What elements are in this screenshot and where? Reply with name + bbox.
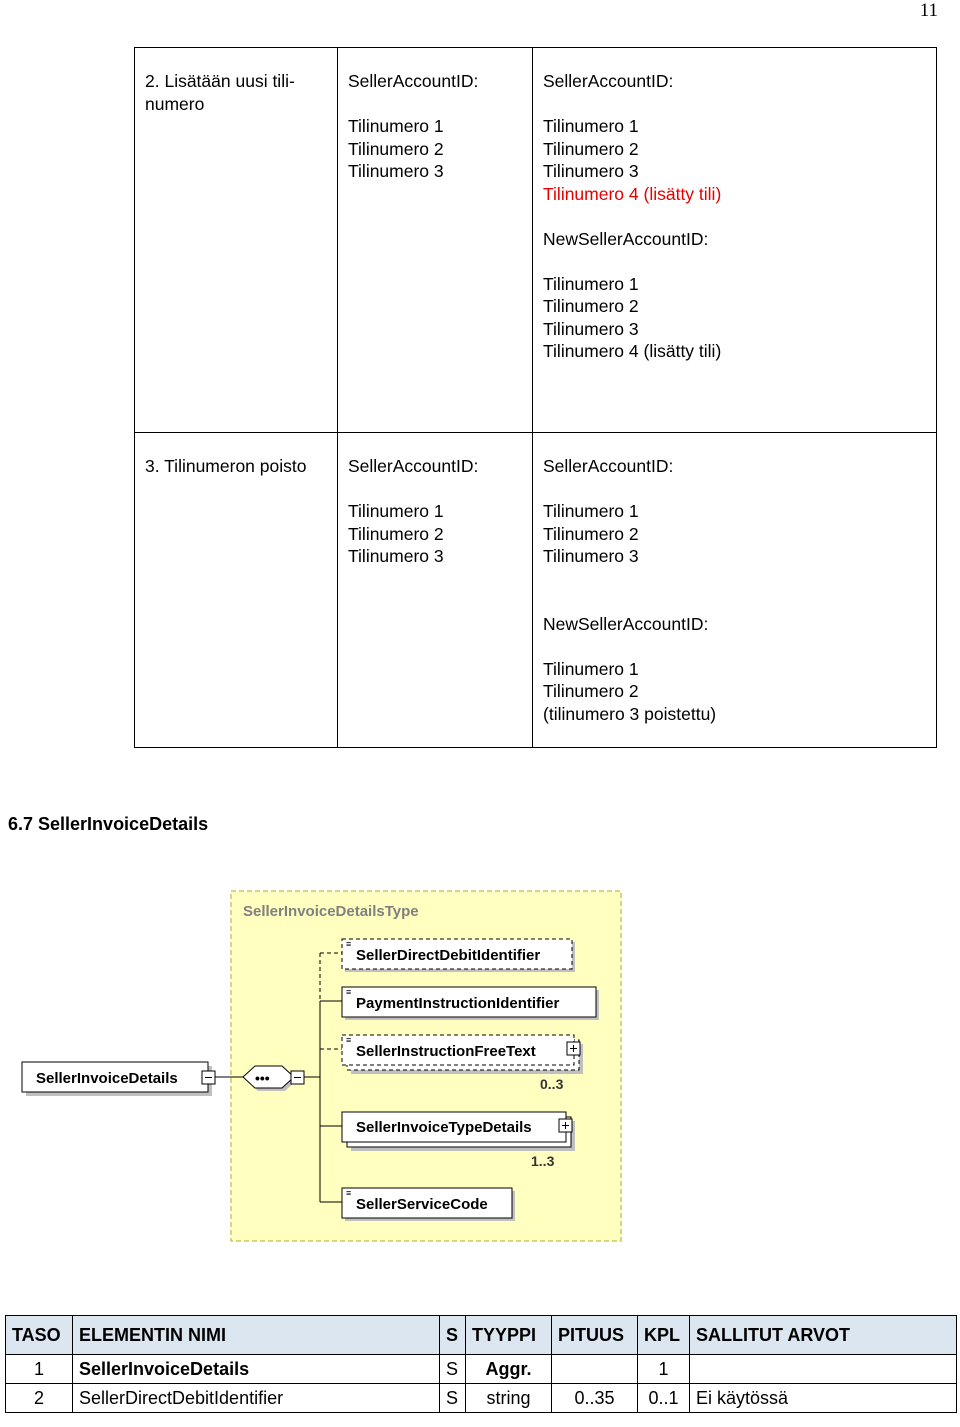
schema-diagram: SellerInvoiceDetailsType SellerInvoiceDe… [0,880,960,1250]
before-cell: SellerAccountID: Tilinumero 1 Tilinumero… [337,432,533,748]
new-line: Tilinumero 4 (lisätty tili) [543,341,722,361]
after-title: SellerAccountID: [543,71,674,91]
before-title: SellerAccountID: [348,71,479,91]
after-title: SellerAccountID: [543,456,674,476]
before-title: SellerAccountID: [348,456,479,476]
new-line: (tilinumero 3 poistettu) [543,703,717,724]
cell-s: S [439,1383,466,1413]
before-line: Tilinumero 2 [348,138,444,159]
element-marker-icon: ≡ [346,1188,351,1198]
before-cell: SellerAccountID: Tilinumero 1 Tilinumero… [337,47,533,433]
root-element-node[interactable]: SellerInvoiceDetails [21,1061,216,1096]
before-line: Tilinumero 1 [348,501,444,521]
account-change-cases-table: 2. Lisätään uusi tili-numero SellerAccou… [134,47,937,748]
element-marker-icon: ≡ [346,987,351,997]
column-header: S [439,1315,466,1355]
cell-level: 1 [5,1354,73,1384]
child-element-seller-invoice-type-details[interactable]: SellerInvoiceTypeDetails 1..3 [341,1111,575,1169]
sequence-symbol: ••• [255,1070,270,1086]
element-marker-icon: ≡ [346,1035,351,1045]
cell-level: 2 [5,1383,73,1413]
child-element-label: SellerInstructionFreeText [356,1043,536,1060]
column-header: SALLITUT ARVOT [689,1315,957,1355]
column-header: TYYPPI [465,1315,552,1355]
after-line: Tilinumero 3 [543,546,639,566]
case-label: 3. Tilinumeron poisto [145,456,307,476]
multiplicity-label: 0..3 [540,1076,564,1092]
cell-allowed-values [689,1354,957,1384]
section-heading: 6.7 SellerInvoiceDetails [8,814,209,834]
cell-type: Aggr. [465,1354,552,1384]
cell-allowed-values: Ei käytössä [689,1383,957,1413]
case-label-cell: 2. Lisätään uusi tili-numero [134,47,338,433]
after-line: Tilinumero 2 [543,523,639,544]
sequence-compositor[interactable]: ••• [242,1065,305,1091]
after-cell: SellerAccountID: Tilinumero 1 Tilinumero… [532,432,937,748]
table-header-row: TASO ELEMENTIN NIMI S TYYPPI PITUUS KPL … [5,1315,957,1355]
column-header: ELEMENTIN NIMI [72,1315,440,1355]
before-line: Tilinumero 3 [348,546,444,566]
column-header: TASO [5,1315,73,1355]
new-line: Tilinumero 3 [543,318,639,339]
new-title: NewSellerAccountID: [543,613,709,634]
root-element-label: SellerInvoiceDetails [36,1070,178,1087]
cell-s: S [439,1354,466,1384]
cell-type: string [465,1383,552,1413]
cell-element-name: SellerInvoiceDetails [72,1354,440,1384]
case-label: 2. Lisätään uusi tili-numero [145,71,295,114]
cell-length: 0..35 [551,1383,638,1413]
cell-element-name: SellerDirectDebitIdentifier [72,1383,440,1413]
table-row: 2 SellerDirectDebitIdentifier S string 0… [5,1383,957,1413]
cell-count: 1 [637,1354,690,1384]
cell-count: 0..1 [637,1383,690,1413]
after-line: Tilinumero 3 [543,161,639,181]
new-title: NewSellerAccountID: [543,228,709,249]
child-element-seller-instruction-free-text[interactable]: ≡ SellerInstructionFreeText 0..3 [341,1034,583,1092]
table-row: 1 SellerInvoiceDetails S Aggr. 1 [5,1354,957,1384]
page-number: 11 [919,0,938,21]
case-row-add-account: 2. Lisätään uusi tili-numero SellerAccou… [134,47,937,433]
child-element-seller-direct-debit-identifier[interactable]: ≡ SellerDirectDebitIdentifier [341,938,575,972]
new-line: Tilinumero 2 [543,681,639,701]
before-line: Tilinumero 3 [348,161,444,181]
case-label-cell: 3. Tilinumeron poisto [134,432,338,748]
child-element-label: PaymentInstructionIdentifier [356,995,560,1012]
multiplicity-label: 1..3 [531,1153,555,1169]
element-marker-icon: ≡ [346,939,351,949]
new-line: Tilinumero 1 [543,658,639,679]
after-line: Tilinumero 1 [543,116,639,136]
column-header: KPL [637,1315,690,1355]
type-label: SellerInvoiceDetailsType [243,903,419,920]
element-spec-table: TASO ELEMENTIN NIMI S TYYPPI PITUUS KPL … [5,1315,957,1413]
after-cell: SellerAccountID: Tilinumero 1 Tilinumero… [532,47,937,433]
new-line: Tilinumero 2 [543,296,639,316]
case-row-delete-account: 3. Tilinumeron poisto SellerAccountID: T… [134,432,937,748]
before-line: Tilinumero 1 [348,116,444,136]
child-element-payment-instruction-identifier[interactable]: ≡ PaymentInstructionIdentifier [341,986,599,1020]
cell-length [551,1354,638,1384]
child-element-label: SellerInvoiceTypeDetails [356,1119,532,1136]
after-line: Tilinumero 2 [543,138,639,159]
child-element-seller-service-code[interactable]: ≡ SellerServiceCode [341,1187,515,1221]
after-added-line: Tilinumero 4 (lisätty tili) [543,183,722,204]
column-header: PITUUS [551,1315,638,1355]
new-line: Tilinumero 1 [543,273,639,294]
after-line: Tilinumero 1 [543,501,639,521]
child-element-label: SellerDirectDebitIdentifier [356,947,540,964]
before-line: Tilinumero 2 [348,523,444,544]
child-element-label: SellerServiceCode [356,1196,488,1213]
